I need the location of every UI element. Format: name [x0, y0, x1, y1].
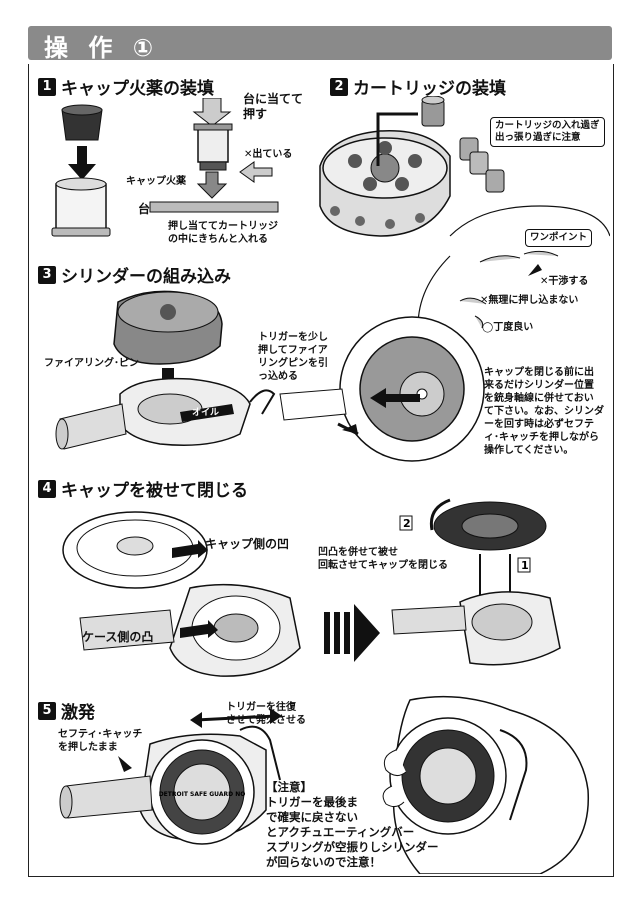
press-diagram-icon [149, 98, 279, 213]
step-2-title: カートリッジの装填 [353, 79, 506, 99]
just-right-label: ◯丁度良い [482, 322, 534, 333]
trigger-caution-note: 【注意】 トリガーを最後ま で確実に戻さない とアクチュエーティングバー スプリ… [266, 780, 439, 869]
closeup-icon [279, 316, 485, 462]
protrude-label: ✕出ている [244, 149, 293, 160]
hand-holding-revolver-icon [382, 695, 590, 874]
stand-label: 台 [138, 202, 151, 216]
step-3-number: 3 [38, 265, 56, 284]
step-num-2-box [399, 515, 413, 531]
align-cylinder-note: キャップを閉じる前に出 来るだけシリンダー位置 を銃身軸線に併せておい て下さい… [484, 367, 604, 456]
step-2-illustration [319, 96, 610, 346]
cap-powder-label: キャップ火薬 [126, 176, 186, 187]
content-frame [28, 64, 614, 877]
step-2-number: 2 [330, 77, 348, 96]
close-cap-note: 凹凸を併せて被せ 回転させてキャップを閉じる [318, 547, 448, 571]
protrude-arrow-icon [239, 161, 273, 183]
firing-pin-label: ファイアリング･ピン [44, 358, 139, 369]
hold-safety-note: セフティ･キャッチ を押したまま [58, 729, 143, 753]
step-5-heading: 5 激発 [38, 698, 95, 723]
step-1-number: 1 [38, 77, 56, 96]
one-point-arc [449, 205, 610, 237]
step-4-illustration: 1 2 [62, 498, 561, 677]
next-arrow-icon [324, 604, 380, 662]
step-5-number: 5 [38, 701, 56, 720]
cylinder-icon [113, 290, 223, 365]
cylinder-icon [319, 129, 451, 237]
press-arrow-icon [192, 98, 232, 127]
step-4-number: 4 [38, 479, 56, 498]
case-icon [79, 583, 301, 677]
step-1-illustration [51, 98, 279, 237]
step-2-heading: 2 カートリッジの装填 [330, 74, 506, 99]
section-header: 操 作 ① [28, 26, 612, 62]
step-1-title: キャップ火薬の装填 [61, 79, 214, 99]
step-5-title: 激発 [61, 703, 95, 723]
step-1-heading: 1 キャップ火薬の装填 [38, 74, 214, 99]
stand-block [149, 201, 279, 213]
insert-label: 押し当ててカートリッジ の中にきちんと入れる [168, 221, 278, 245]
step-3-illustration: オイル [55, 290, 485, 462]
pull-trigger-note: トリガーを往復 させて発火させる [226, 702, 306, 726]
emblem-text: DETROIT SAFE GUARD NO [159, 791, 246, 798]
case-side-label: ケース側の凸 [82, 630, 154, 644]
one-point-detail-icon [459, 250, 559, 329]
retract-pin-note: トリガーを少し 押してファイア リングピンを引 っ込める [258, 332, 328, 382]
cap-underside-icon [62, 511, 208, 589]
insert-arrow-icon [376, 112, 418, 166]
step-5-illustration: DETROIT SAFE GUARD NO [59, 695, 590, 874]
one-point-tag: ワンポイント [525, 229, 593, 247]
oil-tag: オイル [192, 407, 219, 418]
revolver-frame-icon [55, 377, 276, 450]
section-title: 操 作 ① [44, 34, 160, 62]
cartridge-cluster-icon [421, 96, 505, 193]
push-label: 台に当てて 押す [243, 92, 304, 121]
no-force-label: ✕無理に押し込まない [480, 295, 579, 306]
cap-side-label: キャップ側の凹 [205, 537, 290, 551]
cap-closing-icon [391, 498, 561, 666]
overinsert-caution-note: カートリッジの入れ過ぎ 出っ張り過ぎに注意 [490, 117, 605, 147]
step-3-title: シリンダーの組み込み [61, 267, 231, 287]
cap-icon [61, 104, 103, 141]
cartridge-icon [51, 177, 111, 237]
step-4-heading: 4 キャップを被せて閉じる [38, 476, 248, 501]
step-num-1: 1 [521, 559, 529, 572]
step-num-1-box [517, 557, 531, 573]
step-3-heading: 3 シリンダーの組み込み [38, 262, 231, 287]
down-arrow-icon [68, 146, 96, 180]
step-4-title: キャップを被せて閉じる [61, 481, 248, 501]
step-num-2: 2 [403, 517, 411, 530]
revolver-icon: DETROIT SAFE GUARD NO [59, 708, 282, 845]
interference-label: ✕干渉する [540, 276, 589, 287]
